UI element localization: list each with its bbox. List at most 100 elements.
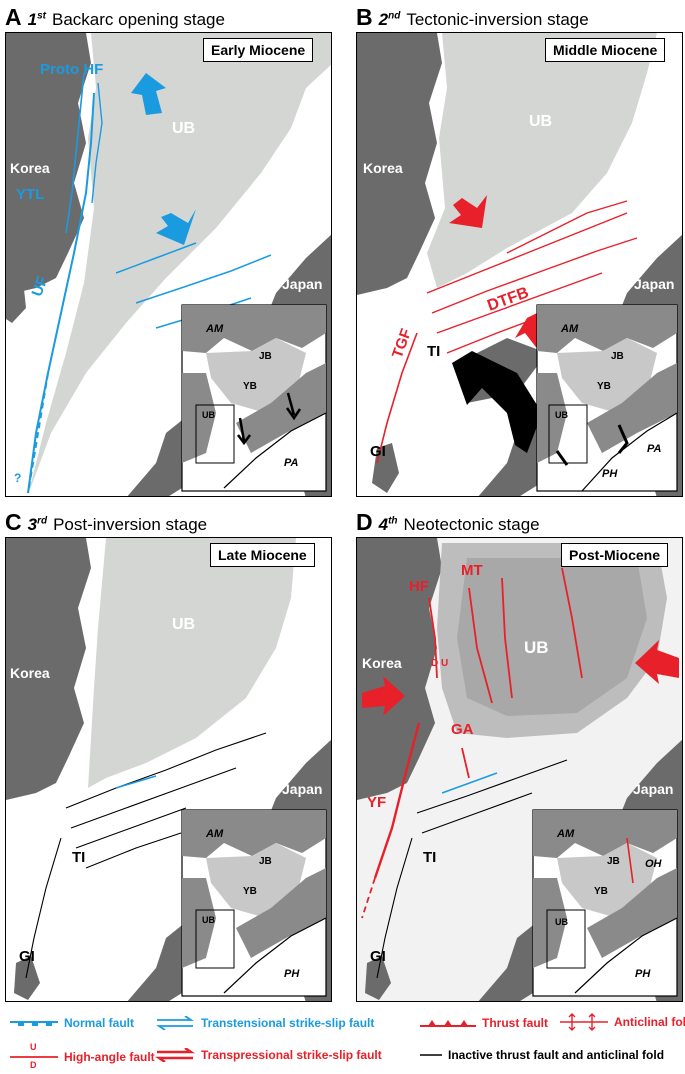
panel-d-map-graphic [357, 538, 682, 1001]
inset-land-top [537, 305, 677, 353]
inset-arrow-2 [285, 392, 302, 421]
panel-b-map: Middle Miocene UB Korea Japan TGF DTFB T… [356, 32, 683, 497]
basin-ub [88, 538, 296, 788]
panel-c-map: Late Miocene UB Korea Japan TI GI AM JB … [5, 537, 332, 1002]
inactive-icon [420, 1054, 442, 1056]
label-korea: Korea [363, 160, 403, 176]
inset-label-ub: UB [202, 915, 215, 925]
basin-ub [427, 33, 657, 288]
compression-arrow-nw [449, 195, 487, 228]
inset-label-plate: PA [284, 457, 299, 469]
legend-label: High-angle fault [64, 1050, 155, 1064]
gi-island [14, 956, 40, 1000]
legend-high-angle-d: D [30, 1060, 37, 1070]
proto-hf-fault [65, 72, 85, 234]
inset-japan [587, 363, 677, 453]
anticlinal-icon [560, 1013, 608, 1031]
korea-landmass [357, 33, 442, 295]
panel-stage-title: Post-inversion stage [53, 515, 208, 534]
inset-label-yb: YB [243, 381, 257, 392]
compression-arrow-east [635, 640, 679, 684]
legend-label: Inactive thrust fault and anticlinal fol… [448, 1048, 665, 1062]
label-gi: GI [370, 443, 386, 460]
legend-high-angle: High-angle fault [10, 1046, 155, 1068]
blue-fault [441, 772, 498, 794]
korea-landmass [6, 538, 91, 800]
inset-trench [223, 412, 327, 489]
label-mt: MT [461, 562, 483, 579]
inset-label-yb: YB [594, 886, 608, 897]
inset-label-yb: YB [243, 886, 257, 897]
panel-ordinal: 3rd [27, 515, 48, 534]
panel-a-header: A 1st Backarc opening stage [5, 4, 225, 34]
neotectonic-faults [361, 567, 583, 919]
panel-stage-title: Backarc opening stage [52, 10, 225, 29]
legend-label: Transtensional strike-slip fault [201, 1016, 375, 1030]
label-gi: GI [370, 948, 386, 965]
inset-label-oh: OH [645, 858, 662, 870]
compression-arrow-west [362, 676, 405, 716]
panel-ordinal: 2nd [378, 10, 401, 29]
inset-basin [557, 843, 657, 918]
inset-label-ub: UB [202, 410, 215, 420]
normal-fault-icon [10, 1021, 58, 1026]
label-ytl: YTL [16, 186, 45, 203]
uf-dashed-segment [27, 372, 49, 494]
label-ti: TI [72, 849, 86, 866]
korea-island [6, 289, 26, 323]
label-japan: Japan [282, 276, 323, 292]
inset-japan [236, 868, 326, 958]
panel-letter: C [5, 509, 22, 535]
legend-label: Anticlinal fold [614, 1015, 685, 1029]
panel-d-map: Post-Miocene UB Korea Japan HF MT D U GA… [356, 537, 683, 1002]
legend-transpressional: Transpressional strike-slip fault [155, 1048, 382, 1062]
inset-ub-box [546, 909, 586, 969]
inset-label-jb: JB [259, 351, 272, 362]
transpressional-icon [155, 1048, 195, 1062]
legend-thrust: Thrust fault [420, 1016, 548, 1030]
panel-stage-title: Tectonic-inversion stage [406, 10, 589, 29]
label-ga: GA [451, 721, 474, 738]
label-proto-hf: Proto HF [40, 61, 104, 78]
inset-basin [557, 338, 657, 413]
panel-letter: A [5, 4, 22, 30]
inset-trench [223, 917, 327, 994]
inactive-structures [376, 759, 568, 979]
inset-ub-box [548, 404, 588, 464]
label-yf: YF [367, 794, 387, 811]
label-ti: TI [423, 849, 437, 866]
inset-arrow-1 [617, 424, 629, 454]
age-label: Late Miocene [210, 543, 315, 567]
age-label: Post-Miocene [561, 543, 669, 567]
inset-label-plate2: PA [647, 443, 662, 455]
inset-label-plate: PH [635, 968, 651, 980]
panel-b-map-graphic [357, 33, 682, 496]
panel-b-header: B 2nd Tectonic-inversion stage [356, 4, 589, 34]
inset-korea [182, 878, 216, 968]
panel-c-map-graphic [6, 538, 331, 1001]
inset-ub-box [195, 404, 235, 464]
panel-c-header: C 3rd Post-inversion stage [5, 509, 207, 539]
panel-a-map-graphic [6, 33, 331, 496]
inset-label-jb: JB [611, 351, 624, 362]
inset-korea [533, 878, 567, 968]
uf-fault-line [27, 92, 95, 494]
inset-trench [574, 917, 678, 994]
blue-fault [115, 775, 157, 789]
legend: Normal fault Transtensional strike-slip … [0, 1010, 685, 1074]
inset-label-yb: YB [597, 381, 611, 392]
inset-label-ub: UB [555, 410, 568, 420]
panel-a-map: Early Miocene UB Korea Proto HF YTL UF J… [5, 32, 332, 497]
legend-label: Normal fault [64, 1016, 135, 1030]
legend-transtensional: Transtensional strike-slip fault [155, 1016, 374, 1030]
legend-normal-fault: Normal fault [10, 1016, 134, 1030]
inset-basin [206, 338, 306, 413]
panel-ordinal: 1st [27, 10, 46, 29]
panel-stage-title: Neotectonic stage [403, 515, 540, 534]
legend-inactive: Inactive thrust fault and anticlinal fol… [420, 1048, 664, 1062]
proto-hf-branch [91, 82, 103, 204]
inset-korea [537, 373, 567, 463]
label-ti: TI [427, 343, 441, 360]
basin-deep [457, 558, 647, 716]
label-korea: Korea [362, 655, 402, 671]
